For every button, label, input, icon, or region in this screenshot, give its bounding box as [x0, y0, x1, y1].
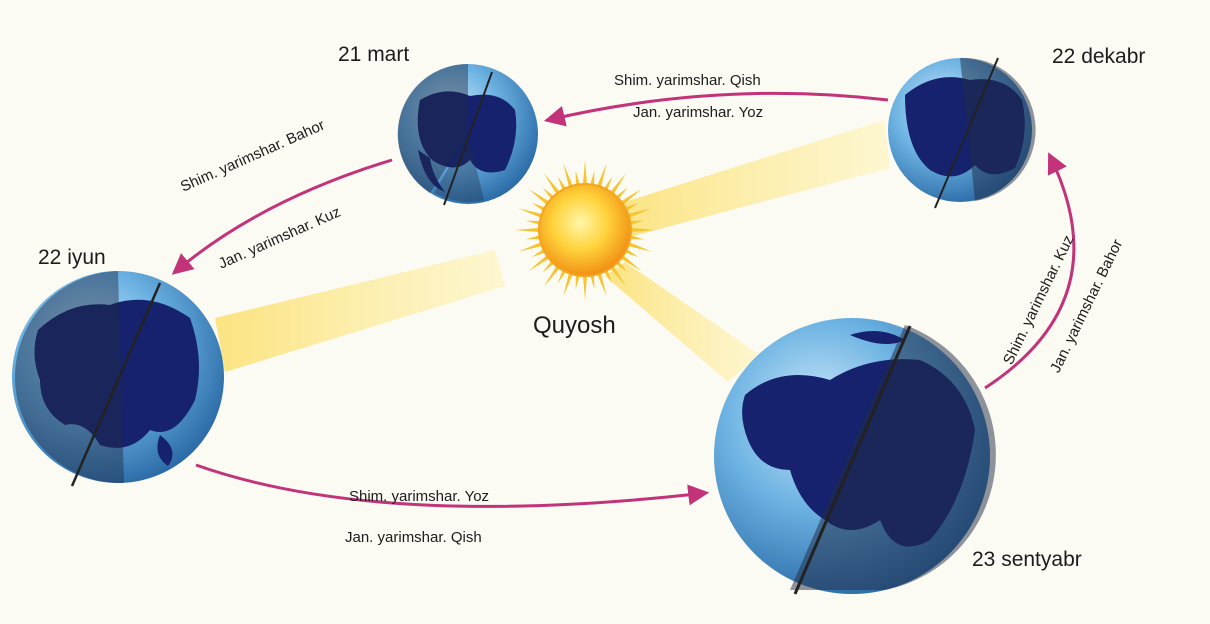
beam-to-june: [215, 250, 505, 372]
beam-to-september: [605, 262, 760, 382]
date-label-march: 21 mart: [338, 43, 409, 67]
earth-september: [714, 318, 996, 594]
december-to-march-south: Jan. yarimshar. Yoz: [633, 104, 763, 121]
date-label-june: 22 iyun: [38, 246, 106, 270]
december-to-march-north: Shim. yarimshar. Qish: [614, 72, 761, 89]
sun-ray: [583, 274, 587, 300]
june-to-september-south: Jan. yarimshar. Qish: [345, 529, 482, 546]
earth-march: [398, 64, 538, 205]
sun-ray: [583, 160, 587, 186]
sun-label: Quyosh: [533, 312, 616, 340]
earth-december: [888, 58, 1036, 208]
sun-ray: [515, 228, 541, 232]
date-label-september: 23 sentyabr: [972, 548, 1082, 572]
beam-to-december: [612, 120, 890, 240]
date-label-december: 22 dekabr: [1052, 45, 1145, 69]
earth-june: [12, 271, 224, 486]
june-to-september-north: Shim. yarimshar. Yoz: [349, 488, 489, 505]
